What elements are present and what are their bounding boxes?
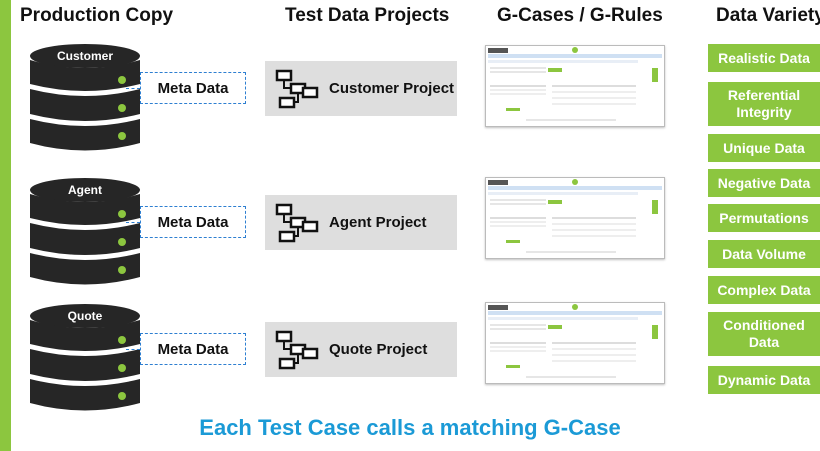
column-title-gcases: G-Cases / G-Rules bbox=[497, 5, 663, 26]
connector-line bbox=[126, 88, 140, 89]
database-icon bbox=[30, 178, 140, 285]
variety-unique-data: Unique Data bbox=[708, 134, 820, 162]
project-box-customer: Customer Project bbox=[265, 61, 457, 116]
project-box-quote: Quote Project bbox=[265, 322, 457, 377]
variety-conditioned-data: Conditioned Data bbox=[708, 312, 820, 356]
gcase-screenshot bbox=[485, 45, 665, 127]
gcase-screenshot bbox=[485, 302, 665, 384]
hierarchy-icon bbox=[275, 330, 319, 370]
project-label: Quote Project bbox=[329, 341, 428, 358]
variety-dynamic-data: Dynamic Data bbox=[708, 366, 820, 394]
column-title-variety: Data Variety bbox=[716, 5, 820, 26]
variety-realistic-data: Realistic Data bbox=[708, 44, 820, 72]
hierarchy-icon bbox=[275, 203, 319, 243]
footer-caption: Each Test Case calls a matching G-Case bbox=[199, 415, 621, 440]
gcase-screenshot bbox=[485, 177, 665, 259]
variety-negative-data: Negative Data bbox=[708, 169, 820, 197]
meta-data-box: Meta Data bbox=[140, 333, 246, 365]
connector-line bbox=[126, 349, 140, 350]
column-title-projects: Test Data Projects bbox=[285, 5, 450, 26]
connector-line bbox=[126, 222, 140, 223]
column-title-production: Production Copy bbox=[20, 5, 174, 26]
database-icon bbox=[30, 304, 140, 411]
meta-data-box: Meta Data bbox=[140, 206, 246, 238]
accent-bar bbox=[0, 0, 11, 451]
database-quote: Quote bbox=[30, 302, 140, 416]
database-label: Quote bbox=[67, 309, 103, 323]
project-label: Agent Project bbox=[329, 214, 427, 231]
meta-data-box: Meta Data bbox=[140, 72, 246, 104]
variety-data-volume: Data Volume bbox=[708, 240, 820, 268]
variety-permutations: Permutations bbox=[708, 204, 820, 232]
hierarchy-icon bbox=[275, 69, 319, 109]
database-label: Agent bbox=[68, 183, 102, 197]
database-agent: Agent bbox=[30, 176, 140, 290]
database-icon bbox=[30, 44, 140, 151]
project-box-agent: Agent Project bbox=[265, 195, 457, 250]
database-customer: Customer bbox=[30, 42, 140, 156]
variety-referential-integrity: Referential Integrity bbox=[708, 82, 820, 126]
database-label: Customer bbox=[56, 49, 113, 63]
variety-complex-data: Complex Data bbox=[708, 276, 820, 304]
project-label: Customer Project bbox=[329, 80, 455, 97]
